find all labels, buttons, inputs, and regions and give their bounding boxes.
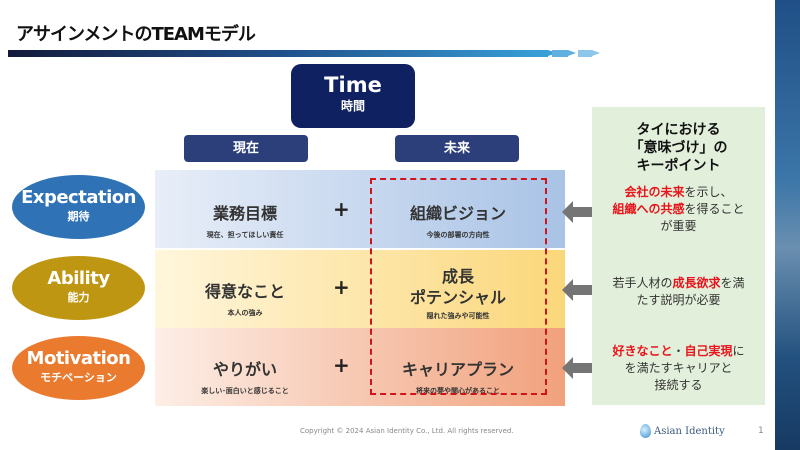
text: ・: [672, 344, 685, 358]
heading-line: 「意味づけ」の: [629, 140, 728, 156]
arrow-left-icon: [562, 357, 592, 379]
oval-label: Ability: [47, 268, 110, 289]
highlight: 好きなこと: [612, 344, 673, 358]
oval-sub: 能力: [67, 291, 90, 304]
point-motivation: 好きなこと・自己実現に を満たすキャリアと 接続する: [592, 343, 765, 394]
header-future: 未来: [395, 135, 519, 162]
logo-text: Asian Identity: [654, 425, 725, 437]
row-expectation: [155, 170, 565, 248]
heading-line: タイにおける: [636, 122, 721, 138]
highlight: 成長欲求: [672, 276, 721, 290]
slide-title: アサインメントのTEAMモデル: [16, 24, 256, 45]
cell-future-1: 成長 ポテンシャル隠れた強みや可能性: [373, 266, 543, 321]
arrow-left-icon: [562, 201, 592, 223]
cell-main: 組織ビジョン: [409, 204, 506, 223]
cell-main: 得意なこと: [204, 282, 285, 301]
point-ability: 若手人材の成長欲求を満 たす説明が必要: [592, 275, 765, 309]
plus-sign: +: [333, 197, 350, 221]
text: を得ること: [684, 202, 745, 216]
text: を満たすキャリアと: [624, 361, 733, 375]
text: を示し、: [684, 185, 733, 199]
oval-sub: モチベーション: [40, 371, 117, 384]
title-underline-bar: [8, 50, 548, 57]
key-points-panel: タイにおける 「意味づけ」の キーポイント 会社の未来を示し、 組織への共感を得…: [592, 107, 765, 405]
oval-label: Motivation: [26, 348, 131, 369]
oval-ability: Ability 能力: [12, 256, 145, 320]
text: を満: [720, 276, 745, 290]
page-number: 1: [758, 426, 764, 436]
cell-main: 業務目標: [212, 204, 277, 223]
oval-expectation: Expectation 期待: [12, 175, 145, 239]
cell-main: やりがい: [212, 360, 277, 379]
company-logo: Asian Identity: [640, 424, 725, 438]
time-box: Time 時間: [291, 64, 415, 128]
cell-sub: 隠れた強みや可能性: [426, 312, 490, 320]
row-ability: [155, 250, 565, 328]
cell-sub: 現在、担ってほしい責任: [206, 231, 284, 239]
point-expectation: 会社の未来を示し、 組織への共感を得ること が重要: [592, 184, 765, 235]
bar-segment: [578, 50, 592, 57]
plus-sign: +: [333, 353, 350, 377]
text: たす説明が必要: [636, 293, 721, 307]
cell-present-1: 得意なこと本人の強み: [160, 278, 330, 318]
cell-sub: 楽しい･面白いと感じること: [201, 387, 289, 395]
bar-segment: [552, 50, 568, 57]
cell-present-2: やりがい楽しい･面白いと感じること: [160, 356, 330, 396]
cell-present-0: 業務目標現在、担ってほしい責任: [160, 200, 330, 240]
plus-sign: +: [333, 275, 350, 299]
text: が重要: [660, 219, 697, 233]
cell-future-0: 組織ビジョン今後の部署の方向性: [373, 200, 543, 240]
heading-line: キーポイント: [636, 158, 721, 174]
cell-future-2: キャリアプラン将来の夢や関心があること: [373, 356, 543, 396]
oval-label: Expectation: [21, 187, 136, 208]
text: 接続する: [654, 378, 703, 392]
cell-main: 成長 ポテンシャル: [409, 267, 506, 307]
cell-main: キャリアプラン: [401, 360, 514, 379]
text: に: [732, 344, 745, 358]
cell-sub: 本人の強み: [227, 309, 263, 317]
text: 若手人材の: [612, 276, 673, 290]
logo-drop-icon: [640, 424, 651, 438]
header-present: 現在: [184, 135, 308, 162]
oval-sub: 期待: [67, 210, 90, 223]
cell-sub: 将来の夢や関心があること: [416, 387, 500, 395]
cell-sub: 今後の部署の方向性: [426, 231, 490, 239]
time-label: Time: [324, 73, 382, 97]
copyright: Copyright © 2024 Asian Identity Co., Ltd…: [300, 427, 514, 435]
arrow-left-icon: [562, 279, 592, 301]
highlight: 組織への共感: [612, 202, 685, 216]
future-highlight-frame: [370, 178, 547, 395]
oval-motivation: Motivation モチベーション: [12, 336, 145, 400]
highlight: 自己実現: [684, 344, 733, 358]
chevron-icon: [592, 50, 600, 56]
chevron-icon: [568, 50, 576, 56]
panel-heading: タイにおける 「意味づけ」の キーポイント: [592, 121, 765, 175]
highlight: 会社の未来: [624, 185, 685, 199]
side-photo: [775, 0, 800, 450]
time-sub: 時間: [340, 99, 365, 113]
